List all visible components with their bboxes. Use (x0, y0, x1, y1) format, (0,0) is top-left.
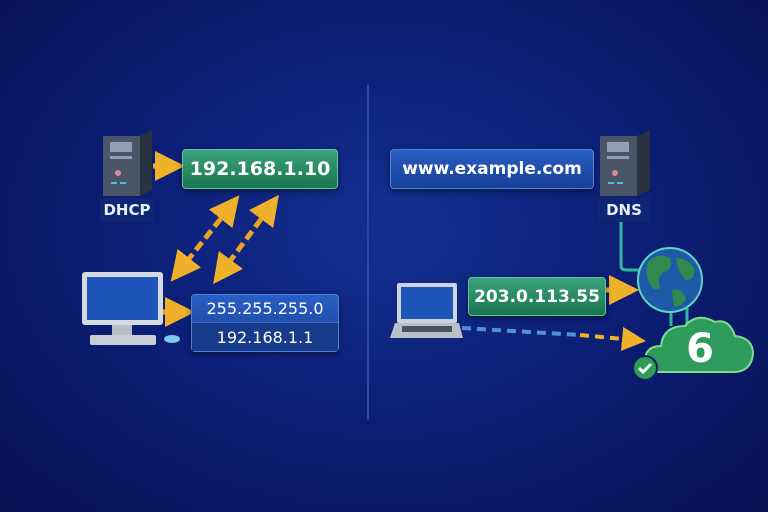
network-config-box: 255.255.255.0 192.168.1.1 (191, 294, 339, 352)
dhcp-server-icon (103, 130, 152, 196)
laptop-icon (390, 283, 463, 338)
dns-to-globe-line (619, 222, 642, 272)
dns-server-icon (600, 130, 650, 196)
dhcp-label: DHCP (100, 198, 154, 222)
desktop-computer-icon (82, 272, 180, 345)
dhcp-exchange-arrow-2 (213, 194, 279, 285)
laptop-to-cloud-dashed-orange (579, 326, 646, 351)
dhcp-exchange-arrow-1 (170, 195, 240, 282)
globe-icon (637, 247, 703, 313)
check-badge-icon (632, 355, 658, 381)
dns-label: DNS (598, 198, 650, 222)
cloud-number: 6 (686, 326, 714, 372)
gateway: 192.168.1.1 (192, 323, 338, 351)
subnet-mask: 255.255.255.0 (192, 295, 338, 323)
domain-box: www.example.com (390, 149, 594, 189)
resolved-ip-box: 203.0.113.55 (468, 277, 606, 316)
assigned-ip-box: 192.168.1.10 (182, 149, 338, 189)
laptop-to-cloud-dashed-blue (461, 326, 581, 337)
